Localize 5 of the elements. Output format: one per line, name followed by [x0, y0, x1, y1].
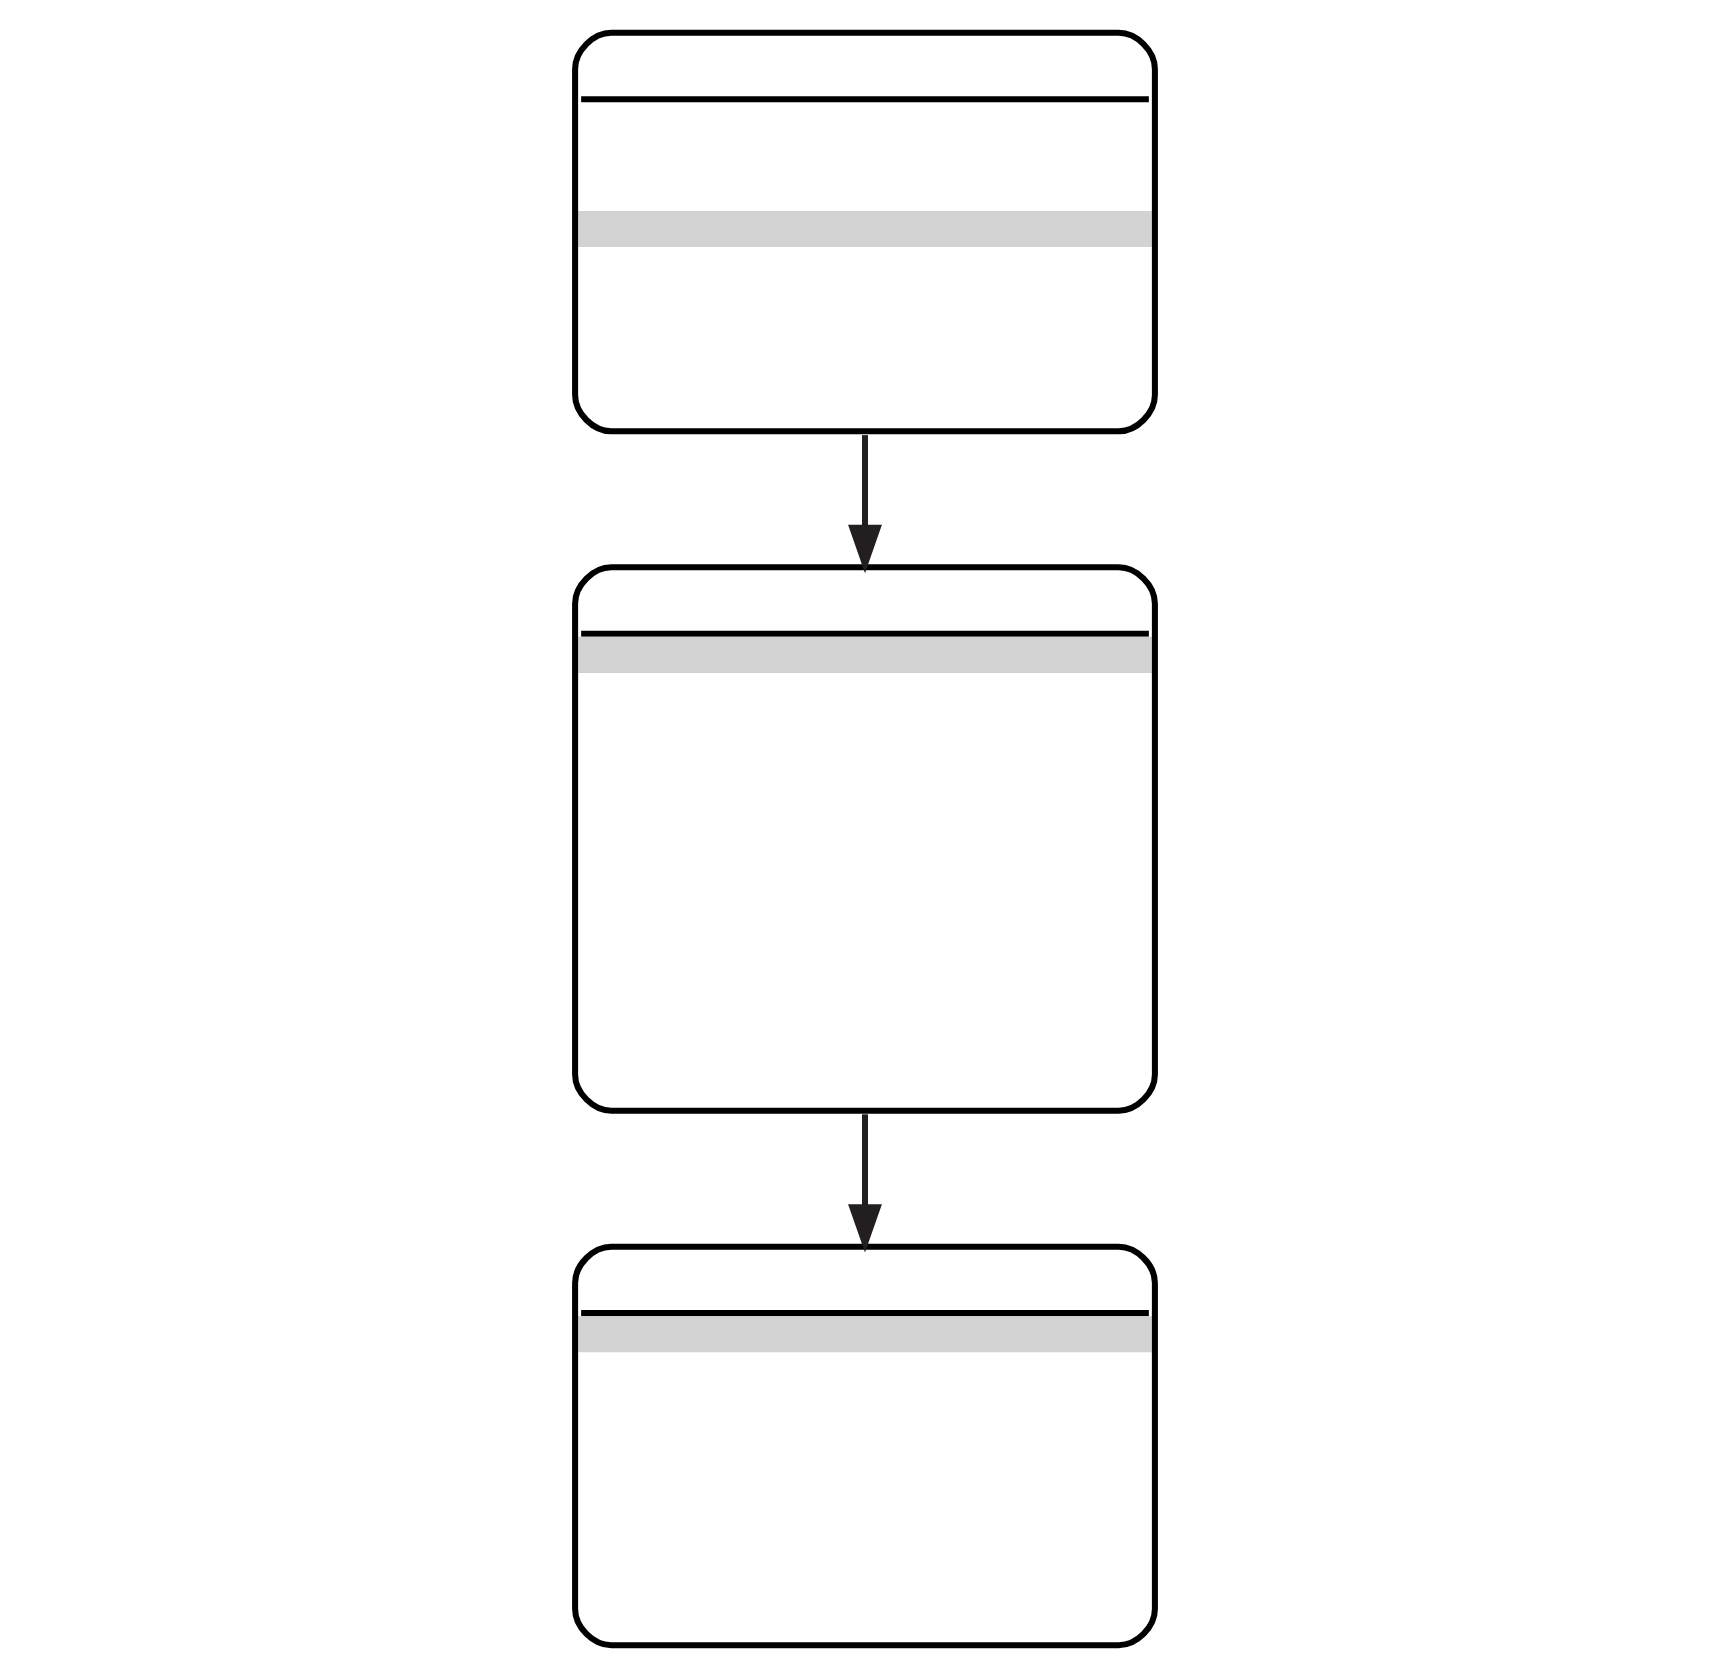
arrow [847, 1114, 881, 1253]
node-box [571, 1243, 1157, 1649]
arrow [847, 435, 881, 574]
node-box [571, 29, 1157, 435]
node-box [571, 564, 1157, 1114]
